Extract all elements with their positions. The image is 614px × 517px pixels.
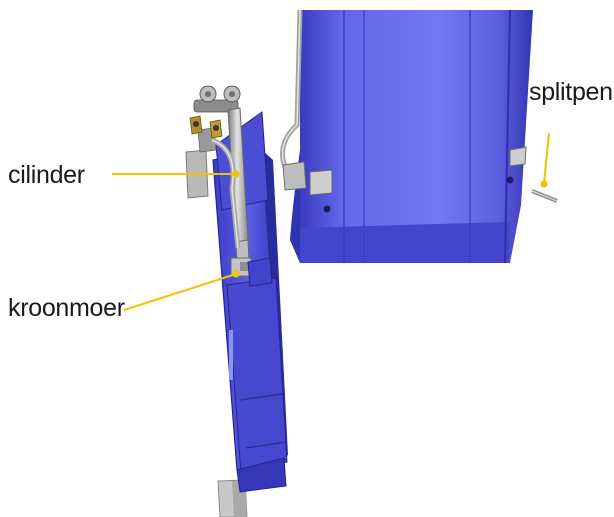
splitpen-leader: [543, 132, 550, 184]
kroonmoer-leader-dot: [232, 270, 240, 278]
zoomed-detail-view: [280, 9, 558, 264]
cilinder-leader-dot: [232, 170, 240, 178]
lifting-arm: [185, 85, 288, 517]
kroonmoer-label: kroonmoer: [8, 294, 125, 322]
callout-leaders: [112, 132, 550, 311]
splitpen-label: splitpen: [529, 78, 613, 106]
kroonmoer-leader: [123, 273, 237, 311]
splitpen-leader-dot: [540, 180, 548, 188]
cilinder-label: cilinder: [8, 161, 85, 189]
